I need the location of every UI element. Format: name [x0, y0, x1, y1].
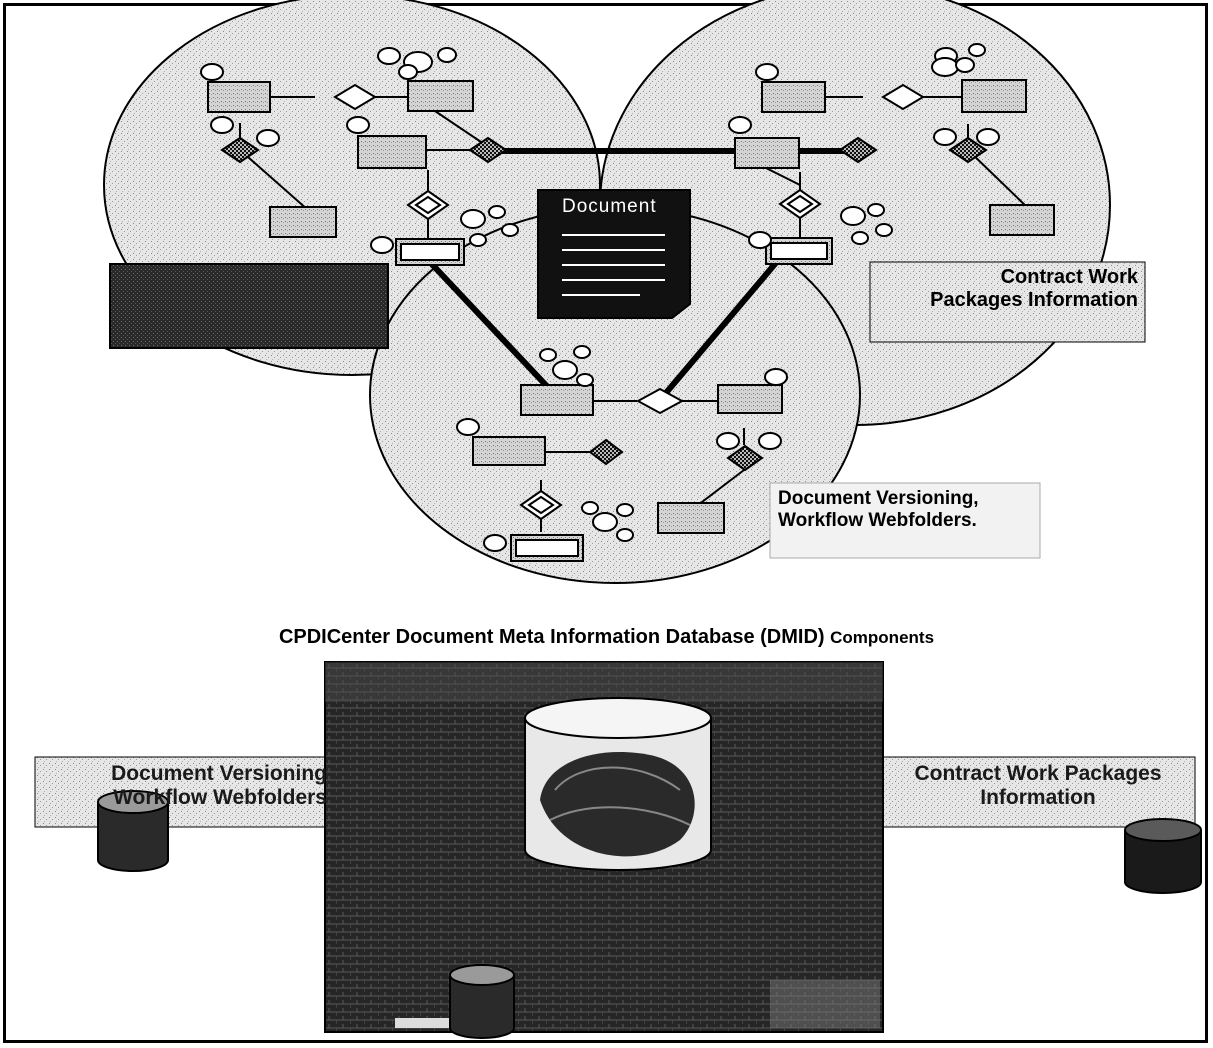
- contract-label-box: [869, 261, 1146, 343]
- components-title-suffix: Components: [830, 628, 935, 647]
- project-info-label-box: [109, 263, 389, 349]
- components-title: CPDICenter Document Meta Information Dat…: [0, 626, 1213, 649]
- document-icon: [537, 189, 691, 319]
- contract-bottom-label: Contract Work Packages Information: [888, 762, 1188, 810]
- components-title-main: CPDICenter Document Meta Information Dat…: [278, 626, 825, 648]
- versioning-label-line1: Document Versioning,: [778, 488, 979, 509]
- central-database-icon: [524, 697, 712, 871]
- identifying-diamonds: [406, 188, 822, 521]
- weak-entity-boxes: [395, 237, 833, 562]
- versioning-label-line2: Workflow Webfolders.: [778, 509, 977, 531]
- contract-bottom-line1: Contract Work Packages: [914, 762, 1162, 785]
- versioning-bottom-line1: Document Versioning: [111, 762, 327, 785]
- versioning-bottom-line2: Workflow Webfolders: [113, 786, 327, 810]
- versioning-label: Document Versioning, Workflow Webfolders…: [778, 488, 1036, 532]
- contract-bottom-line2: Information: [980, 786, 1096, 810]
- entity-boxes: [207, 79, 1055, 534]
- versioning-label-box: [769, 482, 1041, 559]
- figure-frame: [3, 3, 1208, 1043]
- bottom-database-icon: [395, 964, 515, 1039]
- relationship-diamonds: [220, 83, 988, 472]
- document-label: Document: [562, 196, 657, 217]
- right-database-icon: [1124, 818, 1202, 894]
- contract-work-label-line2: Packages Information: [930, 289, 1138, 311]
- left-database-icon: [97, 790, 169, 872]
- attribute-ovals: [200, 43, 1000, 552]
- contract-work-label: Contract Work Packages Information: [880, 266, 1138, 312]
- contract-work-label-line1: Contract Work: [1000, 266, 1138, 288]
- versioning-bottom-label: Document Versioning Workflow Webfolders: [42, 762, 327, 810]
